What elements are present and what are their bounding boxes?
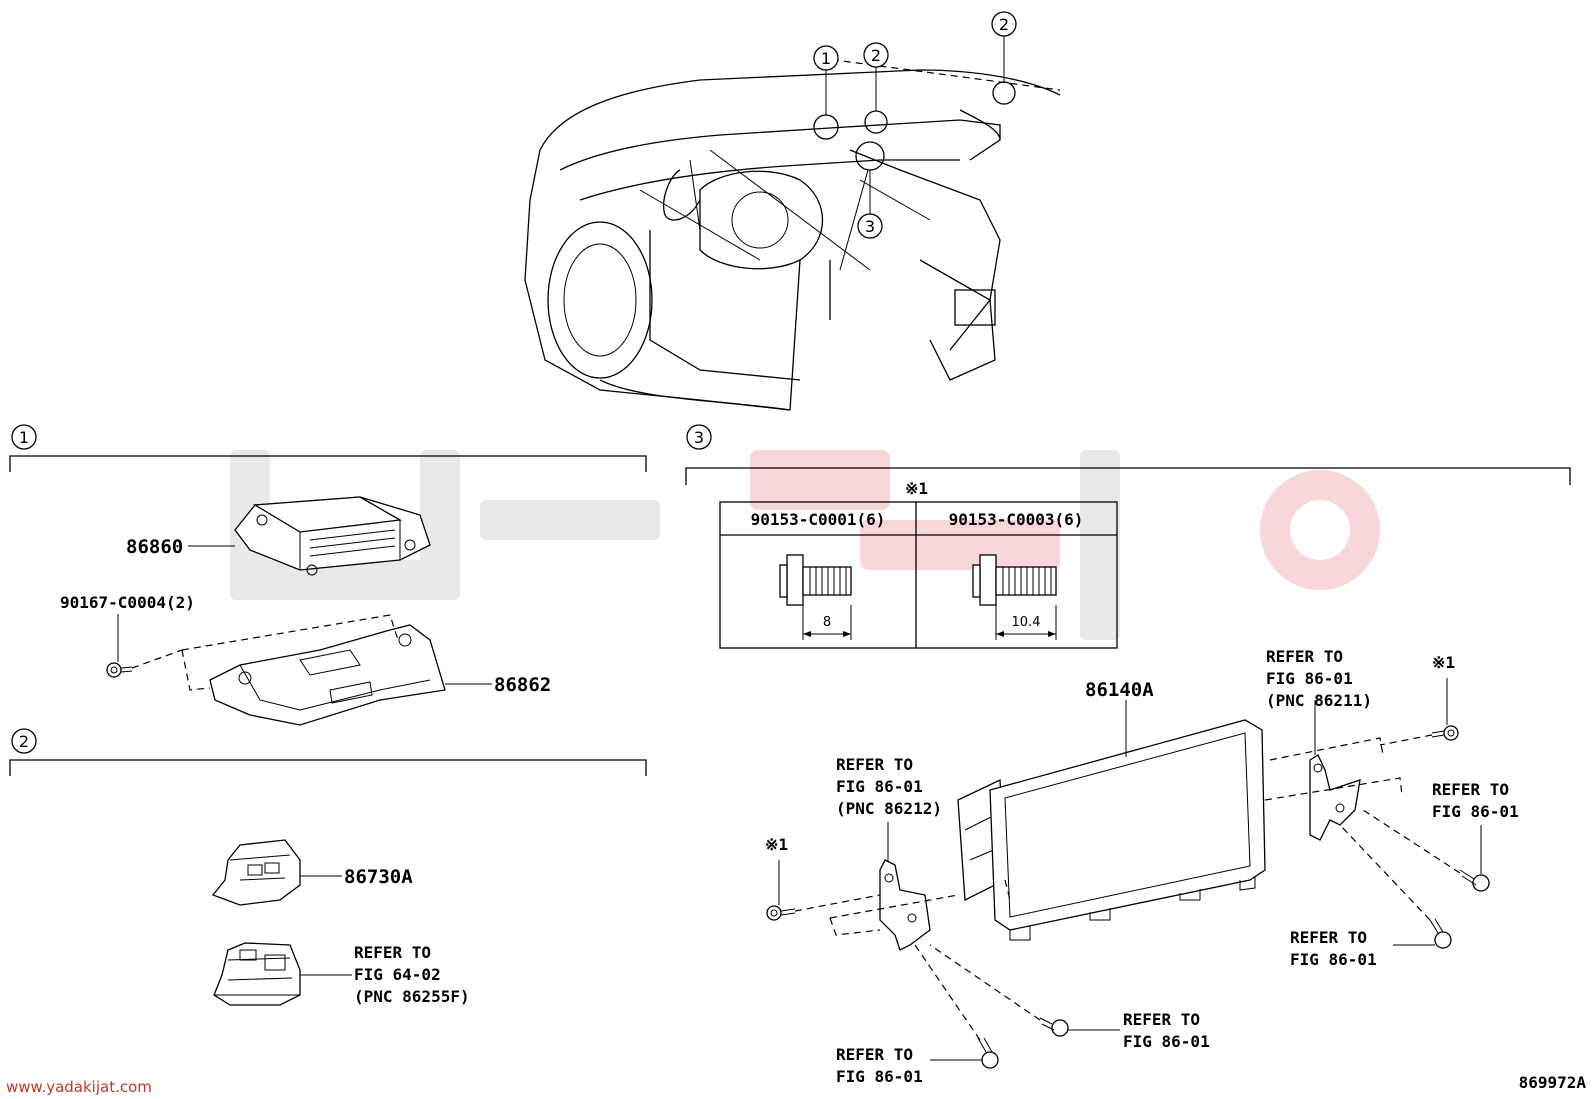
svg-text:3: 3 — [694, 428, 704, 447]
ref-label-86212-line1: REFER TO — [836, 755, 913, 774]
airbag-sensor-unit — [234, 496, 431, 576]
bolt-c0003-length: 10.4 — [1012, 615, 1041, 630]
ref-label-86212-line3: (PNC 86212) — [836, 799, 942, 818]
svg-text:2: 2 — [871, 46, 881, 65]
bolt-right-lower — [1429, 918, 1452, 949]
ref-label-left-lower-line2: FIG 86-01 — [836, 1067, 923, 1086]
ref-label-fig64-line1: REFER TO — [354, 943, 431, 962]
callout-marker-2b-overview: 2 — [991, 11, 1017, 37]
svg-text:3: 3 — [865, 217, 875, 236]
switch-86730a — [211, 839, 301, 906]
table-note-mark: ※1 — [905, 479, 928, 498]
svg-text:1: 1 — [19, 428, 29, 447]
section-2: 2 86730A REFER TO FIG 64-02 (PNC 86255F) — [9, 728, 647, 1006]
ref-label-center-line2: FIG 86-01 — [1123, 1032, 1210, 1051]
section-2-bracket — [9, 759, 647, 776]
ref-label-right-upper-line1: REFER TO — [1432, 780, 1509, 799]
ref-label-86211-line3: (PNC 86211) — [1266, 691, 1372, 710]
svg-text:1: 1 — [821, 49, 831, 68]
part-number-86860: 86860 — [126, 536, 183, 558]
section-1-bracket — [9, 455, 647, 472]
part-number-90167-c0004: 90167-C0004(2) — [60, 593, 195, 612]
fastener-mark-right: ※1 — [1432, 653, 1455, 672]
website-watermark: www.yadakijat.com — [6, 1078, 152, 1096]
watermark-logo — [230, 450, 1380, 640]
screw-right-mark1 — [1431, 725, 1459, 741]
ref-label-86212-line2: FIG 86-01 — [836, 777, 923, 796]
connector-86255f — [213, 942, 301, 1006]
bolt-center-lower — [1039, 1017, 1069, 1037]
bolt-icon-c0001 — [779, 554, 852, 606]
ref-label-86211-line2: FIG 86-01 — [1266, 669, 1353, 688]
bolt-icon-c0003 — [972, 554, 1057, 606]
section-2-marker: 2 — [11, 728, 37, 754]
bolt-column-1-header: 90153-C0001(6) — [751, 510, 886, 529]
figure-code: 869972A — [1519, 1073, 1587, 1092]
bolt-spec-table: 90153-C0001(6) 90153-C0003(6) 8 — [719, 501, 1118, 649]
bracket-outline-guide — [181, 614, 399, 691]
section-3-marker: 3 — [686, 424, 712, 450]
display-unit-86140a — [957, 719, 1266, 941]
ref-label-fig64-line2: FIG 64-02 — [354, 965, 441, 984]
svg-text:2: 2 — [19, 732, 29, 751]
screw-icon — [106, 662, 133, 678]
section-1: 1 86860 86862 — [9, 424, 647, 726]
ref-label-fig64-line3: (PNC 86255F) — [354, 987, 470, 1006]
right-mount-bracket — [1309, 754, 1361, 841]
ref-label-left-lower-line1: REFER TO — [836, 1045, 913, 1064]
ref-label-86211-line1: REFER TO — [1266, 647, 1343, 666]
section-3: 3 ※1 90153-C0001(6) 90153-C0003(6) 8 — [685, 424, 1571, 1086]
callout-marker-3-overview: 3 — [857, 213, 883, 239]
section-1-marker: 1 — [11, 424, 37, 450]
fastener-mark-left: ※1 — [765, 835, 788, 854]
svg-text:2: 2 — [999, 15, 1009, 34]
section-3-bracket — [685, 467, 1571, 485]
ref-label-right-lower-line1: REFER TO — [1290, 928, 1367, 947]
screw-left-mark1 — [766, 905, 796, 921]
ref-label-right-lower-line2: FIG 86-01 — [1290, 950, 1377, 969]
bolt-c0001-length: 8 — [823, 615, 831, 630]
part-number-86140a: 86140A — [1085, 679, 1154, 701]
airbag-sensor-bracket — [209, 624, 446, 726]
ref-label-center-line1: REFER TO — [1123, 1010, 1200, 1029]
callout-marker-2-overview: 2 — [863, 42, 889, 68]
part-number-86862: 86862 — [494, 674, 551, 696]
bolt-left-lower — [977, 1037, 999, 1069]
part-number-86730a: 86730A — [344, 866, 413, 888]
bolt-column-2-header: 90153-C0003(6) — [949, 510, 1084, 529]
callout-marker-1-overview: 1 — [813, 45, 839, 71]
overview-callouts: 1 2 2 3 — [813, 11, 1017, 271]
bolt-right-upper — [1459, 869, 1490, 892]
ref-label-right-upper-line2: FIG 86-01 — [1432, 802, 1519, 821]
vehicle-overview — [524, 57, 1061, 411]
